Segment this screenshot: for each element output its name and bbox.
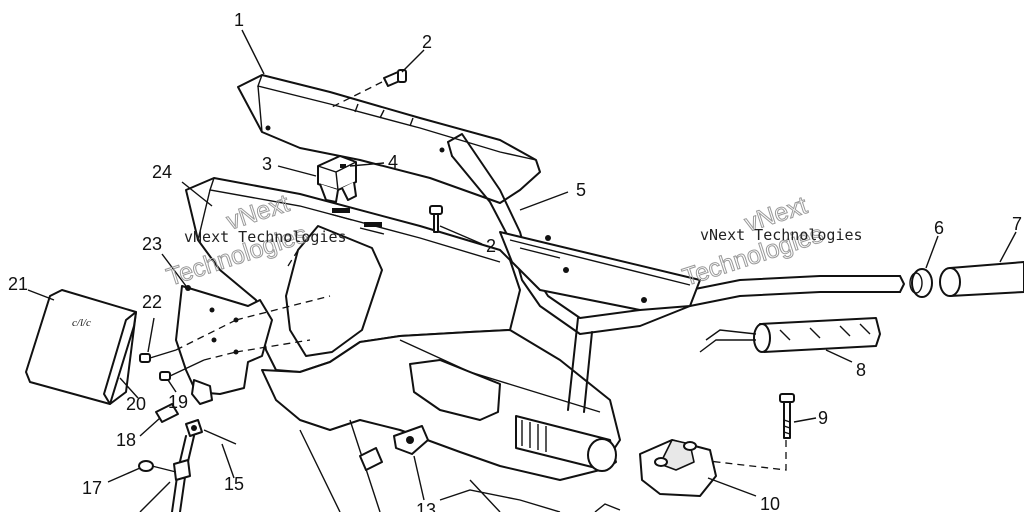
callout-18: 18	[116, 430, 136, 450]
part-23-bracket-plate	[175, 285, 273, 405]
lower-rod	[139, 481, 171, 512]
callout-13: 13	[416, 500, 436, 512]
callout-24: 24	[152, 162, 172, 182]
leader-dash-2-top	[329, 81, 383, 109]
callout-9: 9	[818, 408, 828, 428]
callout-3: 3	[262, 154, 272, 174]
callout-8: 8	[856, 360, 866, 380]
callout-15: 15	[224, 474, 244, 494]
part-15-rod	[171, 419, 237, 512]
part-22-screw	[139, 349, 177, 363]
callout-17: 17	[82, 478, 102, 498]
callout-2-top: 2	[422, 32, 432, 52]
callout-23: 23	[142, 234, 162, 254]
part-10-clamp	[639, 439, 717, 497]
leader-dash-9	[699, 440, 787, 471]
part-7-grip	[939, 261, 1024, 297]
callout-22: 22	[142, 292, 162, 312]
callout-19: 19	[168, 392, 188, 412]
callout-labels: 1 2 2 3 4 5 6 7 8 9 10 13 15 17 18 19 20…	[8, 10, 1022, 512]
callout-21: 21	[8, 274, 28, 294]
leader-dash-23	[235, 295, 331, 353]
part-17-nut	[138, 460, 177, 473]
part-6-grip-end	[909, 268, 933, 298]
part-9-bolt	[779, 393, 795, 439]
svg-text:vNext Technologies: vNext Technologies	[700, 226, 863, 244]
cover-mark: c/l/c	[72, 317, 91, 329]
part-13-bracket	[359, 425, 429, 471]
part-5-handlebar	[447, 133, 905, 472]
part-19-screw	[159, 359, 205, 381]
part-21-cover: c/l/c	[25, 289, 137, 405]
part-8-heated-grip	[699, 317, 881, 353]
part-3-4-switch	[317, 155, 357, 203]
leader-dash-19-22	[175, 319, 237, 361]
part-2-screw-mid	[429, 205, 443, 233]
callout-5: 5	[576, 180, 586, 200]
callout-7: 7	[1012, 214, 1022, 234]
callout-6: 6	[934, 218, 944, 238]
leader-dash-24	[287, 249, 299, 267]
callout-10: 10	[760, 494, 780, 512]
part-2-screw-top	[383, 69, 407, 87]
svg-text:vNext Technologies: vNext Technologies	[184, 228, 347, 246]
callout-leaders	[27, 29, 1017, 501]
callout-1: 1	[234, 10, 244, 30]
callout-20: 20	[126, 394, 146, 414]
handlebar-pad	[499, 231, 701, 311]
callout-4: 4	[388, 152, 398, 172]
callout-2-mid: 2	[486, 236, 496, 256]
